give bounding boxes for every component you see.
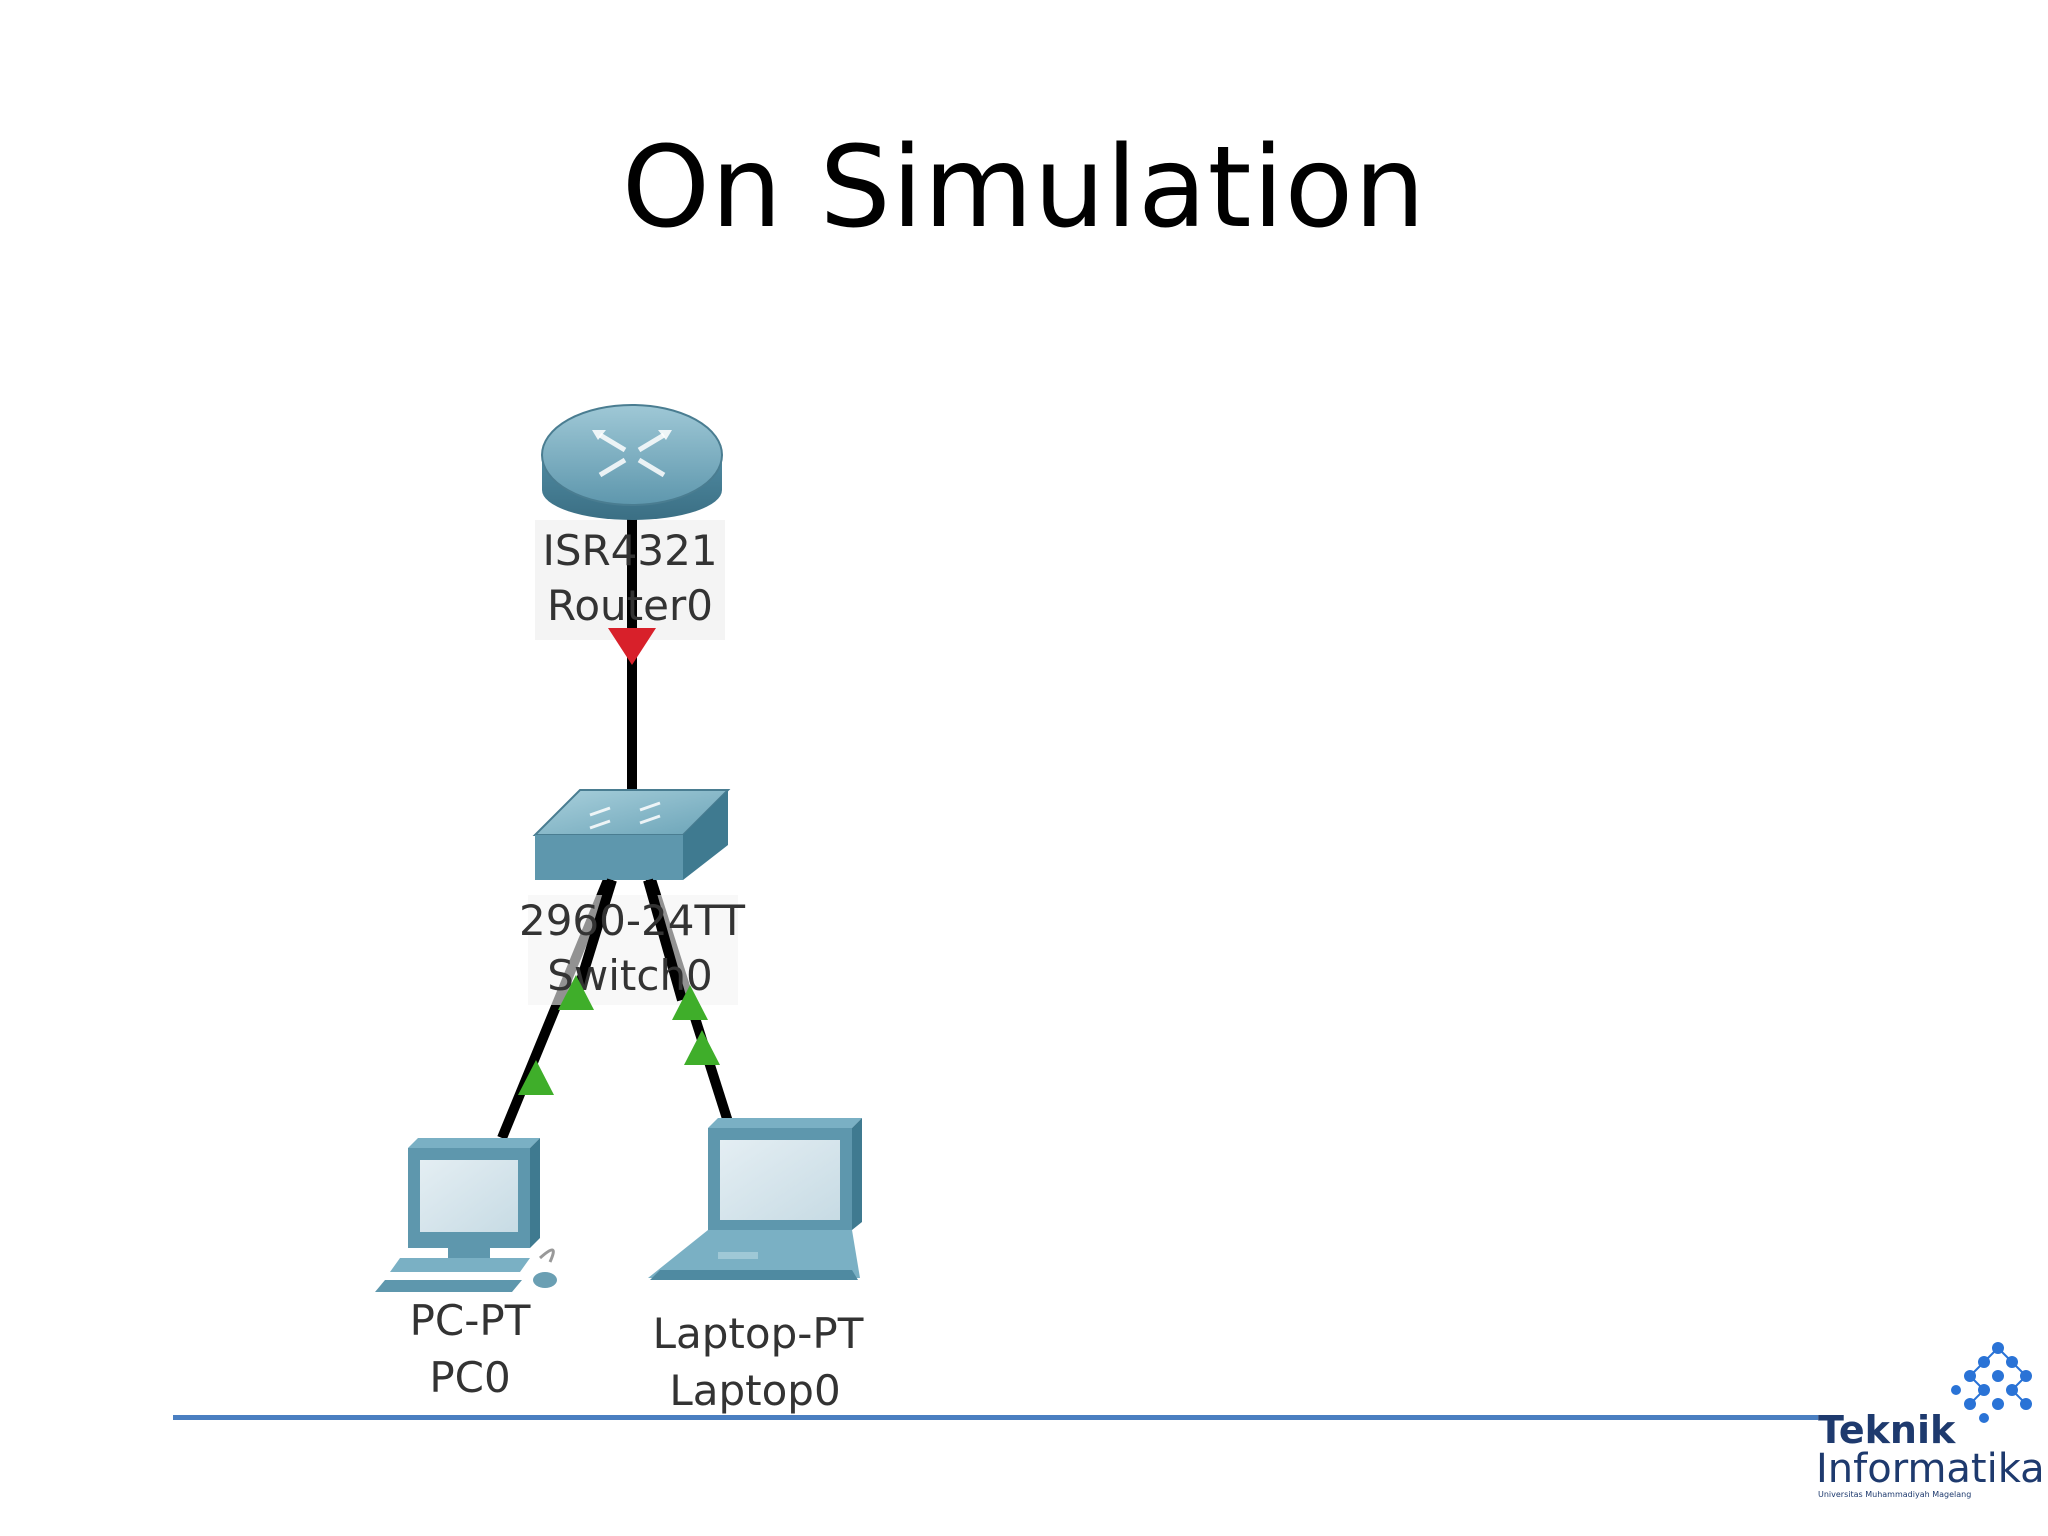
router-icon[interactable] <box>541 404 723 520</box>
switch-label-background <box>528 895 738 1005</box>
logo-university-text: Universitas Muhammadiyah Magelang <box>1818 1490 1972 1499</box>
pc-name-label: PC0 <box>429 1353 510 1402</box>
pc-model-label: PC-PT <box>410 1296 531 1345</box>
laptop-model-label: Laptop-PT <box>653 1309 864 1358</box>
link-up-indicator-icon <box>518 1060 554 1095</box>
router-name-label: Router0 <box>547 581 713 630</box>
teknik-informatika-logo: Teknik Informatika Universitas Muhammadi… <box>1810 1340 2046 1500</box>
footer-divider <box>173 1415 1818 1420</box>
link-up-indicator-icon <box>558 975 594 1010</box>
laptop-name-label: Laptop0 <box>669 1366 840 1415</box>
logo-dots-icon <box>1951 1342 2032 1423</box>
link-up-indicator-icon <box>672 985 708 1020</box>
router-model-label: ISR4321 <box>542 526 717 575</box>
pc-icon[interactable] <box>375 1138 557 1292</box>
logo-informatika-text: Informatika <box>1816 1446 2045 1492</box>
logo-teknik-text: Teknik <box>1818 1408 1956 1452</box>
switch-model-label: 2960-24TT <box>519 896 745 945</box>
laptop-icon[interactable] <box>648 1118 862 1280</box>
link-up-indicator-icon <box>684 1030 720 1065</box>
slide-title: On Simulation <box>621 123 1427 253</box>
link-down-indicator-icon <box>608 628 656 665</box>
switch-icon[interactable] <box>532 789 731 880</box>
